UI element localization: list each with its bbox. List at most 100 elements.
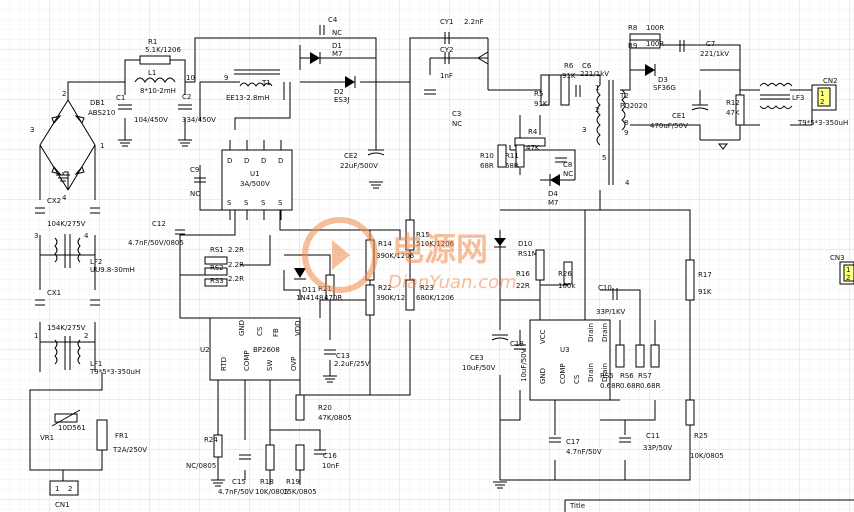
svg-text:R22: R22 bbox=[378, 284, 392, 292]
svg-text:3: 3 bbox=[30, 126, 34, 134]
capacitor-c12: C12 4.7nF/50V/0805 bbox=[128, 220, 185, 247]
svg-text:1: 1 bbox=[820, 90, 824, 98]
svg-text:C3: C3 bbox=[452, 110, 461, 118]
svg-text:10uF/50V: 10uF/50V bbox=[462, 364, 496, 372]
svg-text:L1: L1 bbox=[148, 69, 156, 77]
svg-text:2.2nF: 2.2nF bbox=[464, 18, 484, 26]
svg-text:RS6: RS6 bbox=[620, 372, 634, 380]
svg-text:CS: CS bbox=[573, 374, 581, 384]
svg-text:T2: T2 bbox=[619, 92, 629, 100]
capacitor-c7: C7 221/1kV bbox=[679, 40, 729, 58]
connector-cn1: 1 2 CN1 bbox=[49, 480, 79, 509]
svg-text:2.2R: 2.2R bbox=[228, 261, 244, 269]
svg-text:3: 3 bbox=[582, 126, 586, 134]
capacitor-c2: C2 334/450V bbox=[178, 93, 216, 124]
resistor-r23: R23 680K/1206 bbox=[405, 279, 455, 311]
svg-text:R26: R26 bbox=[558, 270, 572, 278]
svg-text:T1: T1 bbox=[261, 79, 271, 87]
svg-text:47K: 47K bbox=[526, 144, 540, 152]
resistor-r4: R4 47K bbox=[514, 128, 546, 152]
svg-text:2: 2 bbox=[68, 485, 72, 493]
svg-text:4: 4 bbox=[84, 232, 89, 240]
svg-text:104/450V: 104/450V bbox=[134, 116, 168, 124]
cn2-label: CN2 bbox=[823, 77, 838, 85]
svg-text:R23: R23 bbox=[420, 284, 434, 292]
svg-text:R10: R10 bbox=[480, 152, 494, 160]
svg-text:1N4148: 1N4148 bbox=[296, 294, 324, 302]
svg-text:PQ2020: PQ2020 bbox=[620, 102, 648, 110]
svg-text:2.2uF/25V: 2.2uF/25V bbox=[334, 360, 370, 368]
svg-text:SF36G: SF36G bbox=[653, 84, 676, 92]
x-capacitor-cx2: CX2 104K/275V bbox=[35, 197, 100, 228]
svg-text:C8: C8 bbox=[563, 161, 572, 169]
svg-text:C17: C17 bbox=[566, 438, 580, 446]
svg-text:S: S bbox=[278, 199, 283, 207]
svg-text:C2: C2 bbox=[182, 93, 191, 101]
svg-text:EE13-2.8mH: EE13-2.8mH bbox=[226, 94, 270, 102]
svg-text:0.68R: 0.68R bbox=[620, 382, 641, 390]
svg-text:M7: M7 bbox=[332, 50, 343, 58]
svg-text:S: S bbox=[227, 199, 232, 207]
svg-text:4.7nF/50V/0805: 4.7nF/50V/0805 bbox=[128, 239, 184, 247]
svg-text:C9: C9 bbox=[190, 166, 199, 174]
controller-u3: U3 VCC GND COMP CS Drain Drain Drain Dra… bbox=[529, 319, 611, 401]
svg-text:2: 2 bbox=[820, 98, 824, 106]
svg-text:C13: C13 bbox=[336, 352, 350, 360]
capacitor-c15: C15 4.7nF/50V bbox=[218, 454, 254, 496]
svg-text:S: S bbox=[244, 199, 249, 207]
svg-text:CX2: CX2 bbox=[47, 197, 61, 205]
svg-text:C16: C16 bbox=[323, 452, 337, 460]
svg-text:D: D bbox=[261, 157, 266, 165]
svg-text:0.68R: 0.68R bbox=[600, 382, 621, 390]
svg-text:2: 2 bbox=[846, 274, 850, 282]
svg-text:2: 2 bbox=[62, 90, 66, 98]
svg-text:LF2: LF2 bbox=[90, 258, 102, 266]
svg-text:U3: U3 bbox=[560, 346, 570, 354]
svg-text:91K: 91K bbox=[698, 288, 712, 296]
resistor-r11: R11 68R bbox=[505, 144, 525, 170]
svg-text:RS7: RS7 bbox=[638, 372, 652, 380]
svg-text:1: 1 bbox=[595, 84, 599, 92]
svg-text:1: 1 bbox=[846, 266, 850, 274]
svg-text:LF3: LF3 bbox=[792, 94, 804, 102]
resistor-r6: R6 91K bbox=[560, 62, 576, 106]
svg-text:BP2608: BP2608 bbox=[253, 346, 280, 354]
resistor-r10: R10 68R bbox=[480, 144, 507, 170]
svg-text:Drain: Drain bbox=[601, 363, 609, 382]
svg-text:NC: NC bbox=[332, 29, 342, 37]
resistor-r24: R24 NC/0805 bbox=[186, 434, 223, 470]
resistor-r5: R5 91K bbox=[534, 74, 550, 108]
svg-text:10K/0805: 10K/0805 bbox=[690, 452, 724, 460]
svg-text:OVP: OVP bbox=[290, 357, 298, 371]
svg-text:100R: 100R bbox=[646, 24, 664, 32]
svg-text:334/450V: 334/450V bbox=[182, 116, 216, 124]
svg-text:NC/0805: NC/0805 bbox=[186, 462, 216, 470]
svg-text:R12: R12 bbox=[726, 99, 740, 107]
svg-text:Drain: Drain bbox=[601, 323, 609, 342]
svg-text:RS2: RS2 bbox=[210, 264, 224, 272]
svg-text:DianYuan.com: DianYuan.com bbox=[388, 272, 517, 293]
svg-text:U2: U2 bbox=[200, 346, 210, 354]
svg-text:4: 4 bbox=[625, 179, 630, 187]
svg-text:33P/1KV: 33P/1KV bbox=[596, 308, 626, 316]
controller-u2: U2 BP2608 RTD GND COMP CS SW FB OVP VDD bbox=[200, 317, 302, 381]
svg-text:C7: C7 bbox=[706, 40, 715, 48]
svg-text:Drain: Drain bbox=[587, 363, 595, 382]
svg-text:22R: 22R bbox=[516, 282, 530, 290]
svg-text:R16: R16 bbox=[516, 270, 530, 278]
svg-text:510K/1206: 510K/1206 bbox=[416, 240, 455, 248]
connector-cn3: 1 2 CN3 bbox=[830, 254, 854, 285]
diode-d11: D11 1N4148 bbox=[294, 268, 324, 302]
svg-text:VDD: VDD bbox=[294, 320, 302, 336]
capacitor-c9: C9 NC bbox=[190, 166, 206, 198]
svg-text:UU9.8-30mH: UU9.8-30mH bbox=[90, 266, 135, 274]
svg-text:10D561: 10D561 bbox=[58, 424, 86, 432]
svg-text:1: 1 bbox=[55, 485, 59, 493]
svg-text:T2A/250V: T2A/250V bbox=[112, 446, 147, 454]
svg-text:S: S bbox=[261, 199, 266, 207]
watermark: 电源网 DianYuan.com bbox=[302, 217, 517, 293]
sense-resistors-rs: RS1 2.2R RS2 2.2R RS3 2.2R bbox=[204, 246, 244, 287]
plug-icon bbox=[332, 240, 350, 270]
resistor-r19: R19 15K/0805 bbox=[283, 444, 317, 496]
